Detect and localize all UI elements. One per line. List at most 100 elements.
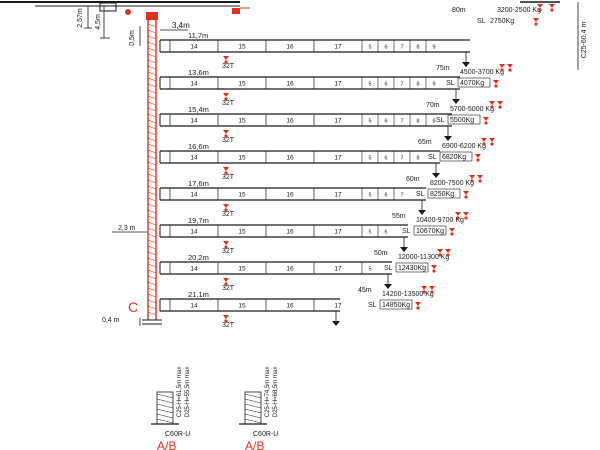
top-hook-red: [125, 9, 131, 15]
tower-brace: [147, 53, 157, 58]
jib-counterweight-label: 32T: [222, 211, 235, 218]
tower-brace: [147, 155, 157, 160]
jib-segment-number: 16: [286, 229, 294, 236]
hook-dot: [450, 232, 454, 236]
jib-tip-number: 5: [368, 267, 371, 273]
tower-brace: [147, 203, 157, 208]
top-right-radius: 80m: [452, 7, 466, 14]
hook-shape: [437, 249, 443, 253]
tower-brace: [147, 95, 157, 100]
hook-icon: [431, 265, 437, 273]
base-brace: [156, 418, 174, 424]
hook-dot: [490, 105, 494, 109]
jib-tip-number: 8: [416, 45, 419, 51]
jib-tip-number: 7: [400, 45, 403, 51]
hook-dot: [534, 22, 538, 26]
jib-tip-number: 6: [384, 119, 387, 125]
hook-dot: [498, 105, 502, 109]
hook-shape: [497, 101, 503, 105]
jib-sl-label: SL: [416, 191, 425, 198]
top-right-load: 3200-2500 Kg: [497, 7, 541, 14]
jib-sl-label: SL: [402, 228, 411, 235]
hook-shape: [223, 93, 229, 97]
base-brace: [244, 398, 262, 404]
jib-radius-label: 75m: [436, 65, 450, 72]
jib-segment-number: 15: [238, 118, 246, 125]
jib-sl-box: [447, 114, 481, 125]
tower-brace: [147, 23, 157, 28]
hook-dot: [438, 253, 442, 257]
jib-tip-number: 5: [368, 156, 371, 162]
jib-segment-number: 17: [334, 303, 342, 310]
base-brace: [244, 393, 262, 399]
hook-icon: [489, 101, 495, 109]
hook-icon: [507, 64, 513, 72]
hook-shape: [483, 117, 489, 121]
jib-counterweight-label: 32T: [222, 285, 235, 292]
jib-tip-number: 9: [432, 119, 435, 125]
jib-segment-number: 16: [286, 192, 294, 199]
hook-dot: [478, 179, 482, 183]
jib-sl-box: [457, 77, 491, 88]
tower-brace: [147, 71, 157, 76]
hook-icon: [483, 117, 489, 125]
jib-segment-number: 16: [286, 44, 294, 51]
tower-brace: [147, 77, 157, 82]
tower-brace: [147, 209, 157, 214]
tower-brace: [147, 173, 157, 178]
jib-height-label: 16,6m: [188, 142, 209, 151]
tower-brace: [147, 41, 157, 46]
tower-brace: [147, 89, 157, 94]
hook-dot: [224, 319, 228, 323]
jib-radius-label: 60m: [406, 176, 420, 183]
tower-brace: [147, 47, 157, 52]
hook-icon: [455, 212, 461, 220]
hook-icon: [445, 249, 451, 257]
main-tower: [146, 12, 158, 320]
hook-dot: [464, 216, 468, 220]
jib-sl-load-label: 10670Kg: [416, 228, 444, 235]
tower-brace: [147, 215, 157, 220]
tower-brace: [147, 263, 157, 268]
dim-label-a: 2,57m: [77, 8, 84, 28]
tower-brace: [147, 107, 157, 112]
jib-tip-number: 6: [384, 193, 387, 199]
base-mast: [244, 391, 262, 425]
jib-segment-number: 17: [334, 81, 342, 88]
jib-tip-number: 6: [384, 45, 387, 51]
jib-segment-number: 14: [190, 266, 198, 273]
tower-brace: [147, 245, 157, 250]
tower-brace: [147, 275, 157, 280]
tower-brace: [147, 143, 157, 148]
jib-segment-number: 15: [238, 303, 246, 310]
jib-segment-number: 17: [334, 229, 342, 236]
tower-brace: [147, 29, 157, 34]
tower-brace: [147, 287, 157, 292]
hook-dot: [476, 158, 480, 162]
jib-sl-load-label: 14850Kg: [382, 302, 410, 309]
hook-dot: [508, 68, 512, 72]
hook-shape: [499, 64, 505, 68]
hook-block: [400, 247, 408, 252]
tower-brace: [147, 281, 157, 286]
hook-dot: [490, 142, 494, 146]
hook-block: [384, 284, 392, 289]
jib-segment-number: 15: [238, 81, 246, 88]
hook-icon: [537, 4, 543, 12]
hook-icon: [421, 286, 427, 294]
hook-icon: [533, 18, 539, 26]
jib-radius-label: 50m: [374, 250, 388, 257]
base-model: C60R-U: [165, 431, 190, 438]
jib-sl-load-label: 4070Kg: [460, 80, 484, 87]
base-top-spec: C25-H=61,5m max: [177, 367, 183, 418]
hook-shape: [455, 212, 461, 216]
hook-shape: [549, 4, 555, 8]
hook-block: [432, 173, 440, 178]
base-brace: [156, 398, 174, 404]
hook-icon: [481, 138, 487, 146]
